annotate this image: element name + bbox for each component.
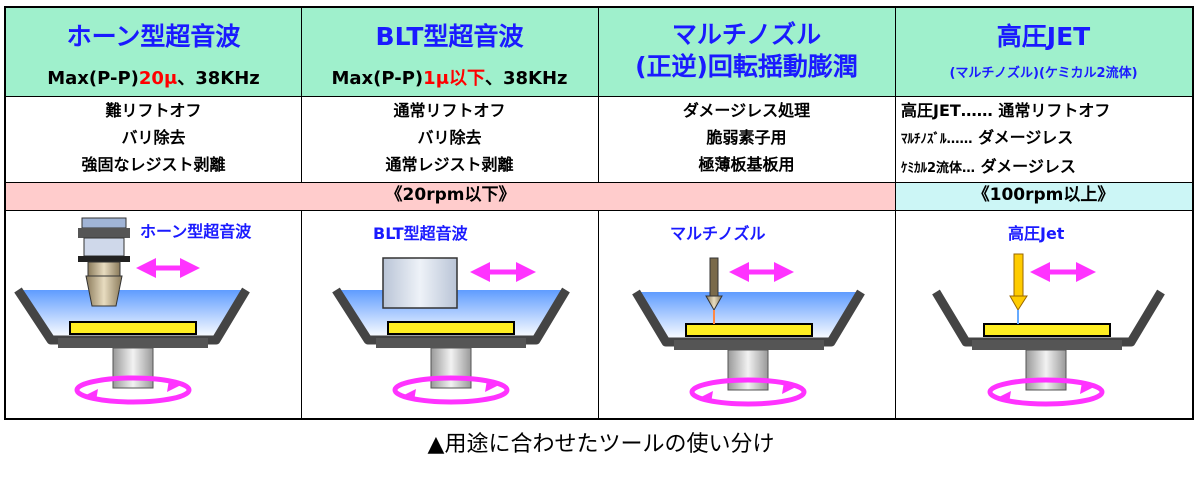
- spin-shaft: [430, 347, 472, 389]
- wafer: [69, 321, 197, 335]
- rotation-arrow-head: [1080, 382, 1094, 394]
- jet-nozzle-body: [1013, 253, 1024, 297]
- column-title: マルチノズル: [671, 20, 822, 49]
- figure-caption: ▲用途に合わせたツールの使い分け: [427, 432, 775, 457]
- row-divider: [6, 210, 1192, 211]
- horn-band: [78, 228, 130, 238]
- chuck-plate: [58, 338, 208, 348]
- use-item: ダメージレス処理: [682, 101, 811, 120]
- col-divider: [301, 210, 302, 418]
- col-divider: [598, 210, 599, 418]
- uses-high-pressure-jet: 高圧JET…… 通常リフトオフ ﾏﾙﾁﾉｽﾞﾙ…… ダメージレス ｹﾐｶﾙ2流体…: [895, 96, 1192, 182]
- multi-nozzle-illustration: [632, 257, 865, 407]
- col-divider: [301, 8, 302, 182]
- picture-label-blt: BLT型超音波: [373, 224, 468, 243]
- col-divider: [598, 8, 599, 182]
- illustration-row: ホーン型超音波 BLT型超音波 マルチノズル 高圧Jet: [6, 210, 1192, 418]
- horn-illustration: [14, 217, 250, 405]
- picture-label-multi-nozzle: マルチノズル: [670, 224, 766, 243]
- spin-shaft: [112, 347, 154, 389]
- tool-illustrations: [14, 217, 1165, 407]
- chuck-plate: [674, 340, 824, 350]
- rotation-arrow-head: [84, 389, 98, 401]
- rotation-arrow-head: [167, 380, 181, 392]
- column-subtitle: (マルチノズル)(ケミカル2流体): [949, 66, 1138, 81]
- wafer: [387, 321, 515, 335]
- picture-label-jet: 高圧Jet: [1008, 224, 1065, 243]
- spin-shaft: [1025, 349, 1067, 391]
- use-item: 高圧JET…… 通常リフトオフ: [901, 101, 1111, 120]
- use-item: バリ除去: [121, 128, 186, 147]
- rotation-arrow: [74, 375, 192, 405]
- use-item: 極薄板基板用: [698, 155, 795, 174]
- column-spec: Max(P-P)20μ、38KHz: [47, 68, 260, 89]
- row-divider: [6, 182, 1192, 183]
- use-item: 通常リフトオフ: [393, 101, 506, 120]
- header-high-pressure-jet: 高圧JET (マルチノズル)(ケミカル2流体): [895, 8, 1192, 96]
- horn-neck: [87, 261, 121, 277]
- wafer: [685, 323, 813, 337]
- speed-band-low: 《20rpm以下》: [6, 182, 895, 210]
- column-spec: Max(P-P)1μ以下、38KHz: [331, 68, 568, 89]
- row-divider: [6, 96, 1192, 97]
- nozzle-body: [709, 257, 719, 297]
- use-item: ｹﾐｶﾙ2流体… ダメージレス: [901, 157, 1076, 176]
- horn-body: [83, 237, 125, 257]
- rotation-arrow-head: [699, 391, 713, 403]
- nozzle-tip: [705, 295, 723, 312]
- horn-tip: [85, 275, 123, 307]
- uses-blt: 通常リフトオフ バリ除去 通常レジスト剥離: [301, 96, 598, 182]
- blt-illustration: [332, 257, 570, 405]
- header-multi-nozzle: マルチノズル (正逆)回転揺動膨潤: [598, 8, 895, 96]
- uses-horn: 難リフトオフ バリ除去 強固なレジスト剥離: [6, 96, 301, 182]
- uses-multi-nozzle: ダメージレス処理 脆弱素子用 極薄板基板用: [598, 96, 895, 182]
- rotation-arrow-head: [485, 380, 499, 392]
- use-item: 脆弱素子用: [706, 128, 787, 147]
- comparison-table: ホーン型超音波 Max(P-P)20μ、38KHz BLT型超音波 Max(P-…: [4, 6, 1194, 420]
- horn-top: [81, 217, 127, 229]
- rotation-arrow-head: [997, 391, 1011, 403]
- rotation-arrow-head: [402, 389, 416, 401]
- header-horn-ultrasonic: ホーン型超音波 Max(P-P)20μ、38KHz: [6, 8, 301, 96]
- chuck-plate: [972, 340, 1122, 350]
- spin-shaft: [727, 349, 769, 391]
- use-item: ﾏﾙﾁﾉｽﾞﾙ…… ダメージレス: [901, 128, 1074, 147]
- column-title: ホーン型超音波: [66, 22, 241, 51]
- column-title-line2: (正逆)回転揺動膨潤: [635, 52, 858, 81]
- chuck-plate: [376, 338, 526, 348]
- jet-nozzle-tip: [1009, 295, 1028, 311]
- jet-illustration: [932, 253, 1165, 407]
- column-title: BLT型超音波: [375, 22, 524, 51]
- picture-label-horn: ホーン型超音波: [140, 222, 252, 241]
- header-blt-ultrasonic: BLT型超音波 Max(P-P)1μ以下、38KHz: [301, 8, 598, 96]
- rotation-arrow: [987, 377, 1105, 407]
- rotation-arrow-head: [782, 382, 796, 394]
- use-item: バリ除去: [417, 128, 482, 147]
- use-item: 強固なレジスト剥離: [81, 155, 226, 174]
- wafer: [983, 323, 1111, 337]
- rotation-arrow: [392, 375, 510, 405]
- use-item: 難リフトオフ: [105, 101, 202, 120]
- use-item: 通常レジスト剥離: [385, 155, 514, 174]
- column-title: 高圧JET: [996, 22, 1091, 51]
- horn-band: [78, 256, 130, 262]
- col-divider: [895, 8, 896, 418]
- rotation-arrow: [689, 377, 807, 407]
- speed-band-high: 《100rpm以上》: [895, 182, 1192, 210]
- blt-transducer: [382, 257, 458, 309]
